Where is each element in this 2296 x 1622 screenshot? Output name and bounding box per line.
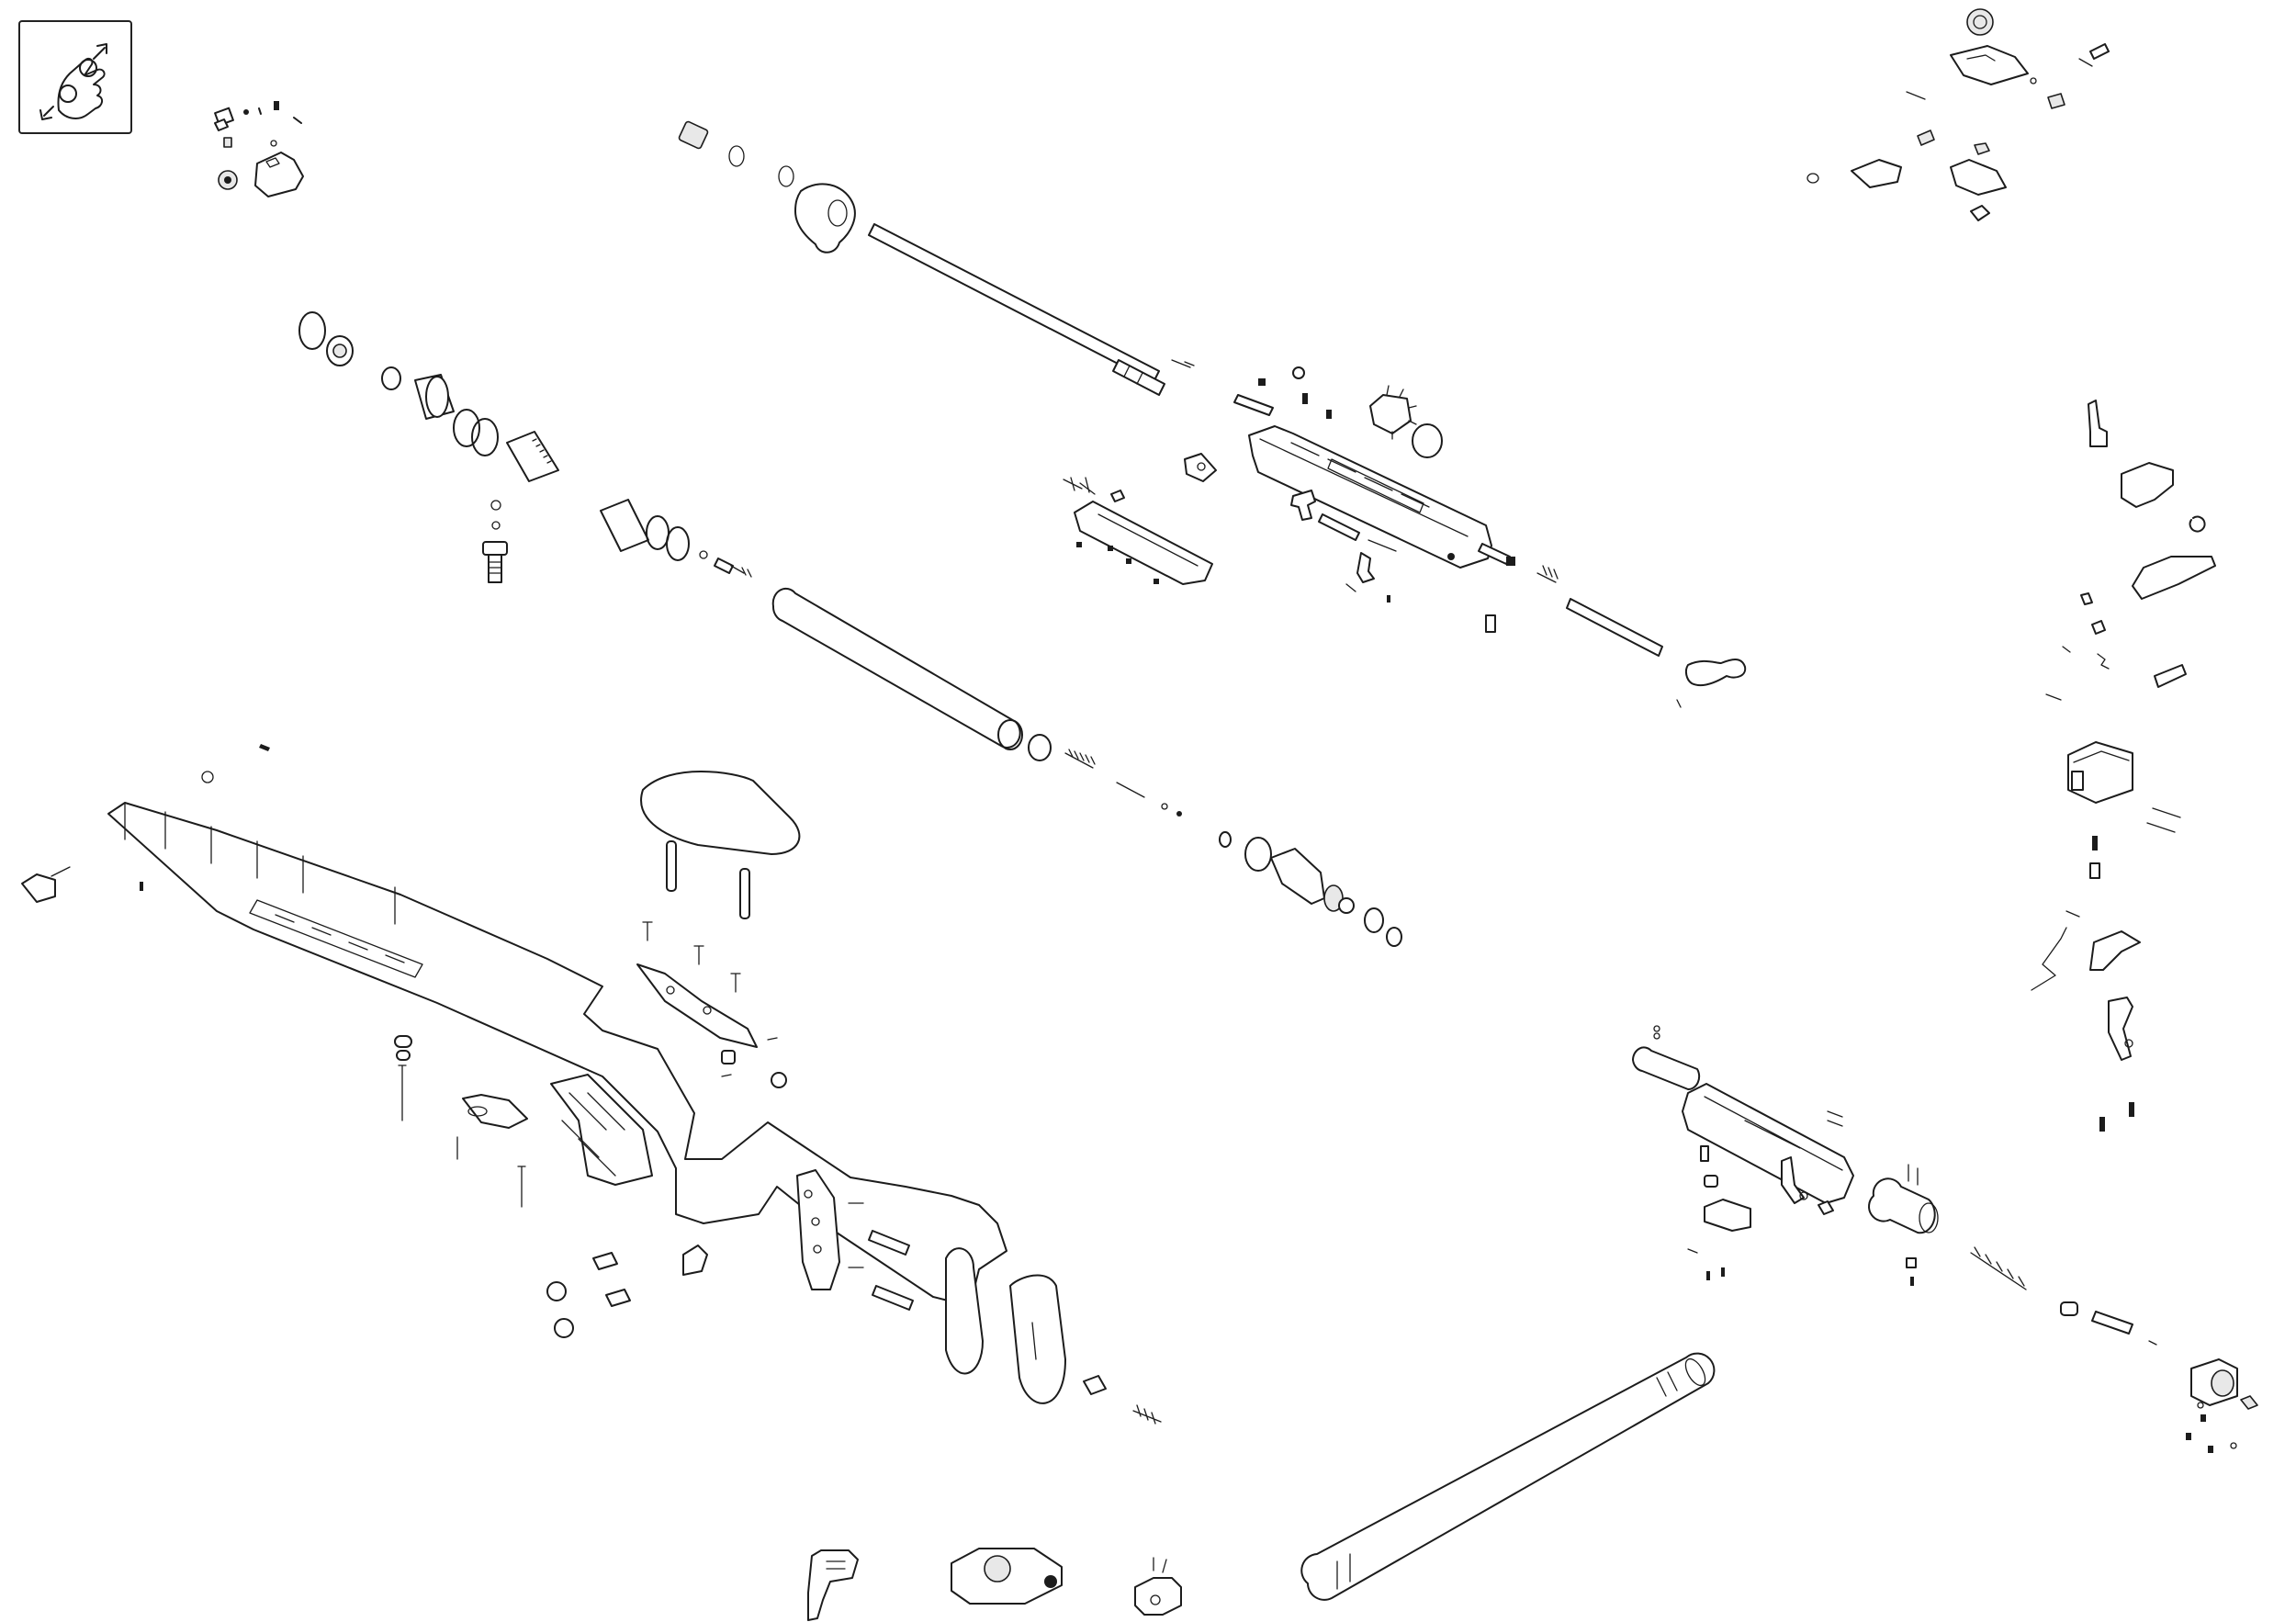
stock-assembly (21, 744, 1162, 1425)
rear-sight-assembly (214, 101, 304, 197)
receiver-and-loading-mechanism (1063, 359, 1747, 708)
accessory-options (807, 1548, 1182, 1621)
scope-mount-assembly (1806, 8, 2110, 221)
rear-valve-assembly (1632, 1025, 2258, 1453)
pinch-zoom-gesture-icon[interactable] (18, 20, 132, 134)
barrel-and-bore (678, 120, 1165, 396)
silencer-front-assembly (298, 311, 559, 583)
outer-barrel-sleeve (1300, 1352, 1716, 1601)
trigger-group (2031, 400, 2216, 1132)
air-cylinder-and-piston (600, 499, 1402, 947)
